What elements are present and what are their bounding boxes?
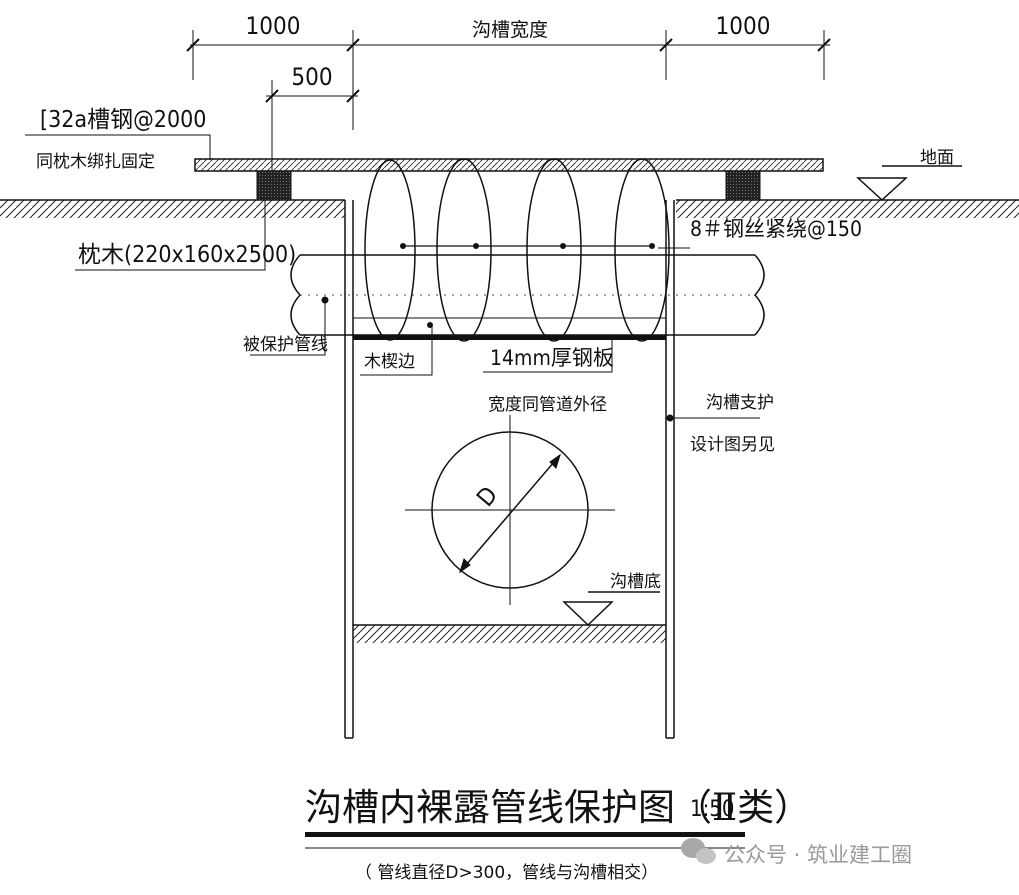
dim-left-width: 1000	[246, 12, 301, 40]
ground-soil-left	[0, 200, 345, 218]
top-dimension-line	[186, 30, 831, 130]
wechat-icon	[681, 838, 716, 864]
sleeper-fix-label: 同枕木绑扎固定	[36, 152, 155, 172]
diameter-label: D	[471, 481, 503, 512]
trench-bottom-soil	[353, 625, 666, 643]
wood-wedge-label: 木楔边	[364, 352, 415, 372]
ground-label: 地面	[920, 148, 954, 168]
watermark-text: 公众号 · 筑业建工圈	[724, 843, 912, 867]
ground-soil-right	[676, 200, 1019, 218]
pipe-cross-section	[405, 415, 615, 605]
sleeper-left	[256, 170, 292, 201]
trench-bottom-label: 沟槽底	[610, 572, 661, 592]
drawing-subtitle: （ 管线直径D>300，管线与沟槽相交）	[355, 863, 658, 883]
wire-coils	[364, 158, 670, 342]
wire-nodes	[400, 243, 655, 249]
ground-marker	[856, 165, 962, 202]
channel-steel-label: [32a槽钢@2000	[40, 107, 206, 133]
plate-width-label: 宽度同管道外径	[488, 395, 607, 415]
see-design-label: 设计图另见	[690, 435, 775, 455]
dim-trench-width: 沟槽宽度	[472, 19, 548, 41]
trench-bottom-marker	[562, 591, 660, 627]
protected-pipe-label: 被保护管线	[243, 335, 328, 355]
wire-label: 8＃钢丝紧绕@150	[690, 217, 862, 241]
dim-right-width: 1000	[716, 12, 771, 40]
title-underline-thick	[305, 832, 745, 837]
channel-steel-beam	[194, 158, 824, 172]
trench-support-label: 沟槽支护	[706, 393, 774, 413]
sleeper-label: 枕木(220x160x2500)	[78, 242, 296, 268]
leader-lines	[25, 134, 760, 422]
dim-offset: 500	[291, 63, 332, 91]
sleeper-right	[725, 170, 761, 201]
steel-plate-label: 14mm厚钢板	[490, 346, 614, 370]
drawing-scale: 1:50	[690, 797, 734, 822]
steel-plate	[353, 335, 666, 340]
drawing-title: 沟槽内裸露管线保护图（Ⅱ类）	[305, 786, 811, 829]
